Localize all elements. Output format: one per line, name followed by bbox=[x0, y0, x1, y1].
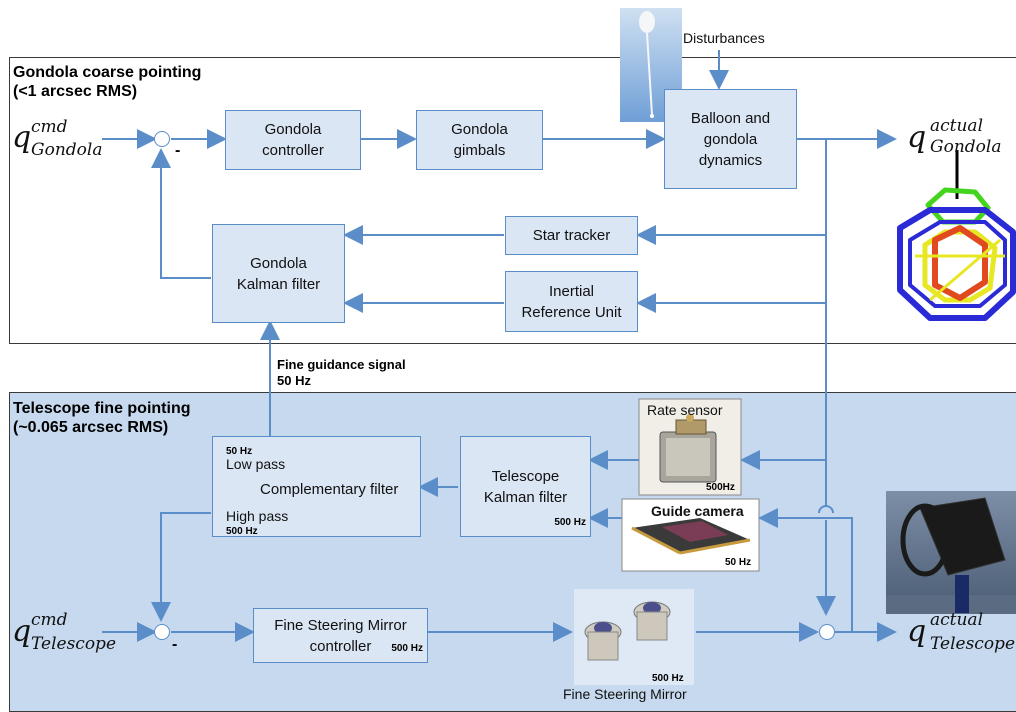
rate-sensor-photo bbox=[638, 398, 742, 496]
gondola-sum-junction bbox=[154, 131, 170, 147]
gondola-minus-sign: - bbox=[175, 142, 181, 159]
star-tracker-block: Star tracker bbox=[505, 216, 638, 255]
guide-camera-photo bbox=[621, 498, 760, 572]
gondola-kalman-filter-block: Gondola Kalman filter bbox=[212, 224, 345, 323]
fine-guidance-signal-label: Fine guidance signal 50 Hz bbox=[277, 357, 406, 388]
gondola-frame-image bbox=[897, 150, 1016, 321]
inertial-reference-unit-block: Inertial Reference Unit bbox=[505, 271, 638, 332]
balloon-gondola-dynamics-block: Balloon and gondola dynamics bbox=[664, 89, 797, 189]
rate-sensor-label: Rate sensor bbox=[647, 402, 723, 418]
guide-camera-label: Guide camera bbox=[651, 503, 744, 519]
complementary-filter-block: 50 Hz Low pass Complementary filter High… bbox=[212, 436, 421, 537]
fine-steering-mirror-controller-block: Fine Steering Mirror controller 500 Hz bbox=[253, 608, 428, 663]
telescope-kalman-filter-block: Telescope Kalman filter 500 Hz bbox=[460, 436, 591, 537]
rate-sensor-rate: 500Hz bbox=[706, 482, 735, 493]
telescope-photo bbox=[886, 491, 1016, 614]
telescope-minus-sign: - bbox=[172, 636, 178, 653]
disturbances-label: Disturbances bbox=[683, 30, 765, 46]
gondola-command-label: q cmd Gondola bbox=[12, 117, 103, 160]
telescope-actual-label: q actual Telescope bbox=[907, 610, 1015, 654]
guide-camera-rate: 50 Hz bbox=[725, 557, 752, 568]
gondola-gimbals-block: Gondola gimbals bbox=[416, 110, 543, 170]
fine-steering-mirror-rate: 500 Hz bbox=[652, 673, 684, 684]
telescope-command-label: q cmd Telescope bbox=[12, 610, 116, 654]
fine-steering-mirror-photo bbox=[574, 589, 694, 685]
telescope-panel-title: Telescope fine pointing (~0.065 arcsec R… bbox=[13, 400, 191, 436]
gondola-actual-label: q actual Gondola bbox=[907, 116, 1002, 157]
gondola-panel-title: Gondola coarse pointing (<1 arcsec RMS) bbox=[13, 64, 202, 100]
gondola-controller-block: Gondola controller bbox=[225, 110, 361, 170]
fine-steering-mirror-caption: Fine Steering Mirror bbox=[563, 686, 687, 702]
telescope-sum-junction bbox=[154, 624, 170, 640]
telescope-disturbance-sum-junction bbox=[819, 624, 835, 640]
